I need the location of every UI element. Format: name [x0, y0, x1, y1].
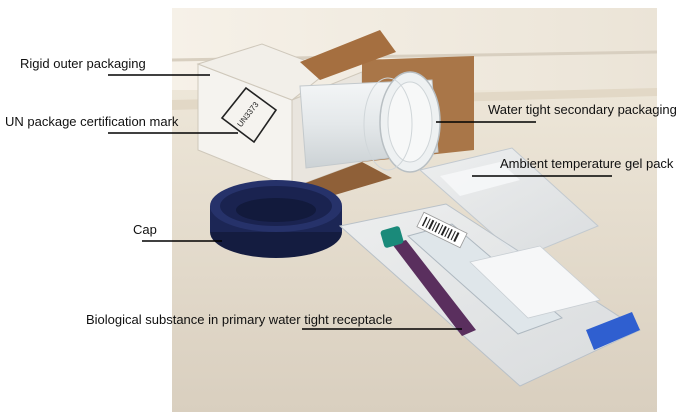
- label-un-certification-mark: UN package certification mark: [5, 114, 179, 129]
- secondary-jar: [299, 71, 441, 173]
- cap-inner-shadow: [236, 198, 316, 222]
- label-cap: Cap: [133, 222, 157, 237]
- gel-pack: [418, 147, 599, 259]
- specimen-tube: [392, 240, 476, 336]
- jar-rim-ring: [363, 77, 413, 171]
- specimen-bag: [338, 203, 642, 387]
- form-sheet: [469, 245, 601, 319]
- leader-lines: [108, 74, 612, 330]
- label-rigid-outer-packaging: Rigid outer packaging: [20, 56, 146, 71]
- specimen-bag-tape: [586, 312, 640, 350]
- gel-pack-fold: [440, 162, 520, 196]
- jar-cap: [210, 180, 342, 258]
- tube-cap: [380, 226, 404, 248]
- un-diamond: [220, 86, 278, 144]
- label-biological-substance: Biological substance in primary water ti…: [86, 312, 393, 327]
- label-gel-pack: Ambient temperature gel pack: [500, 156, 674, 171]
- barcode-lines: [421, 216, 460, 242]
- label-water-tight-secondary: Water tight secondary packaging: [488, 102, 677, 117]
- photo: UN3373: [171, 8, 658, 412]
- box-open-flap: [300, 30, 396, 80]
- jar-mouth-inner: [387, 81, 433, 163]
